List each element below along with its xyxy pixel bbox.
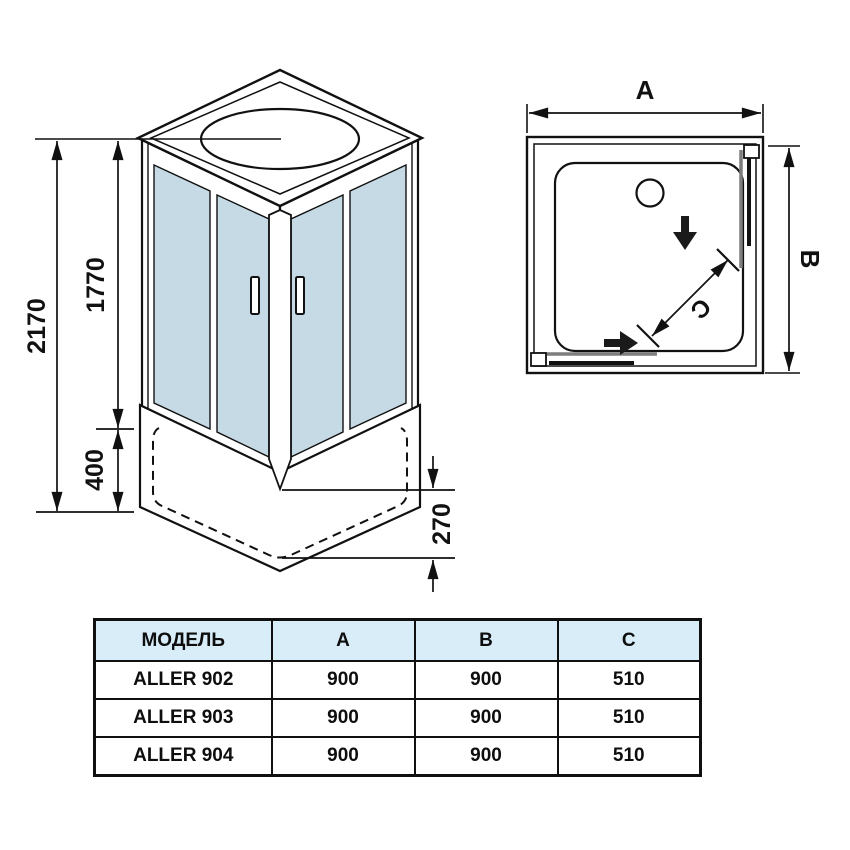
door-motion-arrow-right (604, 331, 638, 355)
sliding-door-bottom-rail (530, 352, 657, 367)
model-name: ALLER 903 (93, 698, 273, 738)
plan-inner-frame (533, 143, 757, 367)
arrow-down-shaft (681, 216, 689, 233)
dim-label-a: A (636, 75, 655, 105)
dim-label-b: B (795, 250, 825, 269)
value-b: 900 (413, 736, 559, 777)
technical-drawings: 2170 1770 400 270 (23, 68, 825, 592)
cabin-roof (135, 68, 425, 208)
cabin-walls (140, 138, 420, 492)
glass-panel-right-fixed (349, 163, 407, 431)
value-a: 900 (270, 736, 416, 777)
tray-depth-dimension: 270 (282, 456, 456, 592)
col-header-c: C (556, 618, 702, 662)
value-a: 900 (270, 660, 416, 700)
door-handle-left (250, 276, 260, 315)
value-c: 510 (556, 660, 702, 700)
tray-basin-dashed-outline (152, 427, 408, 559)
roof-inner-edge (149, 81, 411, 195)
dim-label-270: 270 (428, 503, 456, 545)
plan-outer-frame (525, 135, 765, 375)
table-row: ALLER 903 900 900 510 (93, 698, 702, 738)
value-b: 900 (413, 698, 559, 738)
drain-circle (635, 178, 665, 208)
dimension-a: A (526, 75, 764, 133)
dim-label-400: 400 (81, 449, 109, 491)
glass-panel-left-door (216, 193, 270, 459)
table-row: ALLER 904 900 900 510 (93, 736, 702, 777)
top-view: A B C (525, 75, 825, 375)
col-header-model: МОДЕЛЬ (93, 618, 273, 662)
model-name: ALLER 902 (93, 660, 273, 700)
height-dimensions: 2170 1770 400 (23, 138, 281, 513)
models-table: МОДЕЛЬ A B C ALLER 902 900 900 510 ALLER… (93, 618, 702, 777)
tick-c-lower (636, 324, 660, 348)
glass-panel-right-door (290, 193, 344, 459)
arrow-down-head (673, 232, 697, 250)
dim-label-1770: 1770 (82, 257, 110, 313)
value-c: 510 (556, 698, 702, 738)
value-b: 900 (413, 660, 559, 700)
right-door-handle (743, 144, 760, 159)
tick-c-upper (716, 248, 740, 272)
bottom-door-handle (530, 352, 547, 367)
model-name: ALLER 904 (93, 736, 273, 777)
dim-label-2170: 2170 (23, 298, 51, 354)
value-c: 510 (556, 736, 702, 777)
value-a: 900 (270, 698, 416, 738)
iso-view: 2170 1770 400 270 (23, 68, 456, 592)
door-motion-arrow-down (673, 216, 697, 250)
dimension-b: B (765, 145, 825, 374)
door-handle-right (295, 276, 305, 315)
dim-line-c (651, 259, 729, 337)
plan-tray (553, 161, 745, 353)
col-header-b: B (413, 618, 559, 662)
table-row: ALLER 902 900 900 510 (93, 660, 702, 700)
arrow-right-shaft (604, 339, 621, 347)
roof-outer-edge (135, 68, 425, 208)
arrow-right-head (620, 331, 638, 355)
glass-panel-left-fixed (153, 163, 211, 431)
col-header-a: A (270, 618, 416, 662)
center-corner-post (268, 209, 292, 492)
sliding-door-right-rail (739, 144, 760, 268)
table-header-row: МОДЕЛЬ A B C (93, 618, 702, 662)
